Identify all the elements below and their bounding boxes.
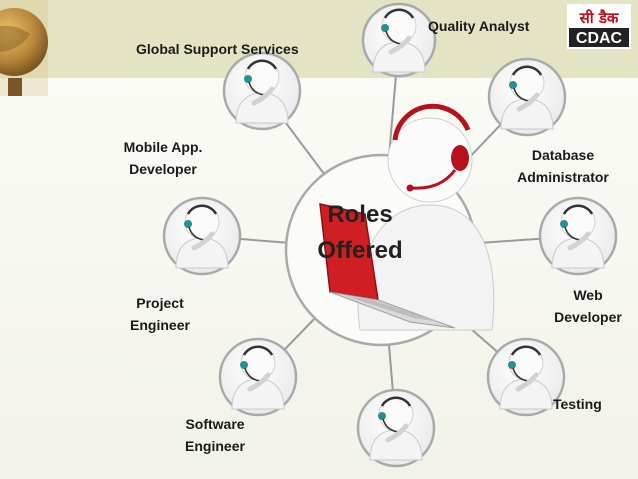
label-quality-analyst: Quality Analyst [428,18,530,34]
laptop-icon [319,203,456,329]
svg-text:CDAC: CDAC [576,30,623,47]
label-mobile-developer: Mobile App. Developer [123,139,203,177]
label-global-support: Global Support Services [136,41,299,57]
label-testing: Testing [553,396,602,412]
label-project-engineer: Project Engineer [130,295,190,333]
svg-text:सी डैक: सी डैक [579,9,620,27]
globe-icon [0,0,48,96]
center-title: Roles Offered [300,197,420,269]
center-title-line2: Offered [317,237,403,264]
center-title-line1: Roles [327,201,393,228]
label-database-administrator: Database Administrator [517,147,609,185]
label-web-developer: Web Developer [554,287,622,325]
label-software-engineer: Software Engineer [185,416,245,454]
cdac-logo: सी डैक CDAC [567,4,631,49]
